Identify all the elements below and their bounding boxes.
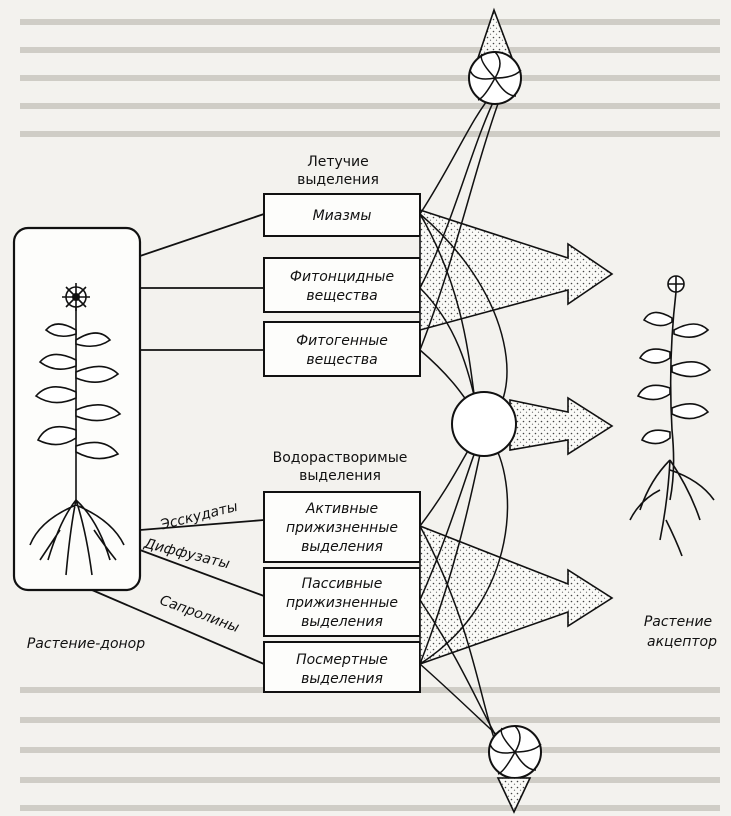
- box-phytoncidal: Фитонцидные вещества: [264, 258, 420, 312]
- svg-text:Миазмы: Миазмы: [313, 208, 372, 224]
- water-soluble-header: Водорастворимые выделения: [273, 450, 408, 484]
- svg-text:выделения: выделения: [301, 539, 383, 555]
- box-active: Активные прижизненные выделения: [264, 492, 420, 562]
- svg-text:выделения: выделения: [301, 671, 383, 687]
- box-phytogenic: Фитогенные вещества: [264, 322, 420, 376]
- label-saprolines: Сапролины: [158, 592, 242, 635]
- donor-label: Растение-донор: [27, 636, 145, 652]
- bottom-vortex: [489, 726, 541, 812]
- svg-text:выделения: выделения: [297, 172, 379, 188]
- svg-text:Водорастворимые: Водорастворимые: [273, 450, 408, 466]
- box-passive: Пассивные прижизненные выделения: [264, 568, 420, 636]
- svg-text:Посмертные: Посмертные: [296, 652, 388, 668]
- label-exudates: Эсскудаты: [158, 499, 240, 534]
- svg-text:Фитогенные: Фитогенные: [296, 333, 388, 349]
- svg-text:Фитонцидные: Фитонцидные: [290, 269, 394, 285]
- svg-text:выделения: выделения: [301, 614, 383, 630]
- box-postmortem: Посмертные выделения: [264, 642, 420, 692]
- svg-text:акцептор: акцептор: [647, 634, 717, 650]
- center-node: [452, 392, 516, 456]
- acceptor-label: Растение акцептор: [644, 614, 717, 650]
- volatile-header: Летучие выделения: [297, 154, 379, 188]
- box-miasma: Миазмы: [264, 194, 420, 236]
- svg-text:вещества: вещества: [306, 288, 377, 304]
- svg-text:прижизненные: прижизненные: [286, 595, 398, 611]
- acceptor-plant-drawing: [630, 276, 714, 556]
- svg-text:Летучие: Летучие: [307, 154, 369, 170]
- svg-text:прижизненные: прижизненные: [286, 520, 398, 536]
- svg-text:Растение: Растение: [644, 614, 712, 630]
- svg-text:выделения: выделения: [299, 468, 381, 484]
- svg-text:Активные: Активные: [305, 501, 378, 517]
- svg-text:вещества: вещества: [306, 352, 377, 368]
- svg-text:Пассивные: Пассивные: [302, 576, 383, 592]
